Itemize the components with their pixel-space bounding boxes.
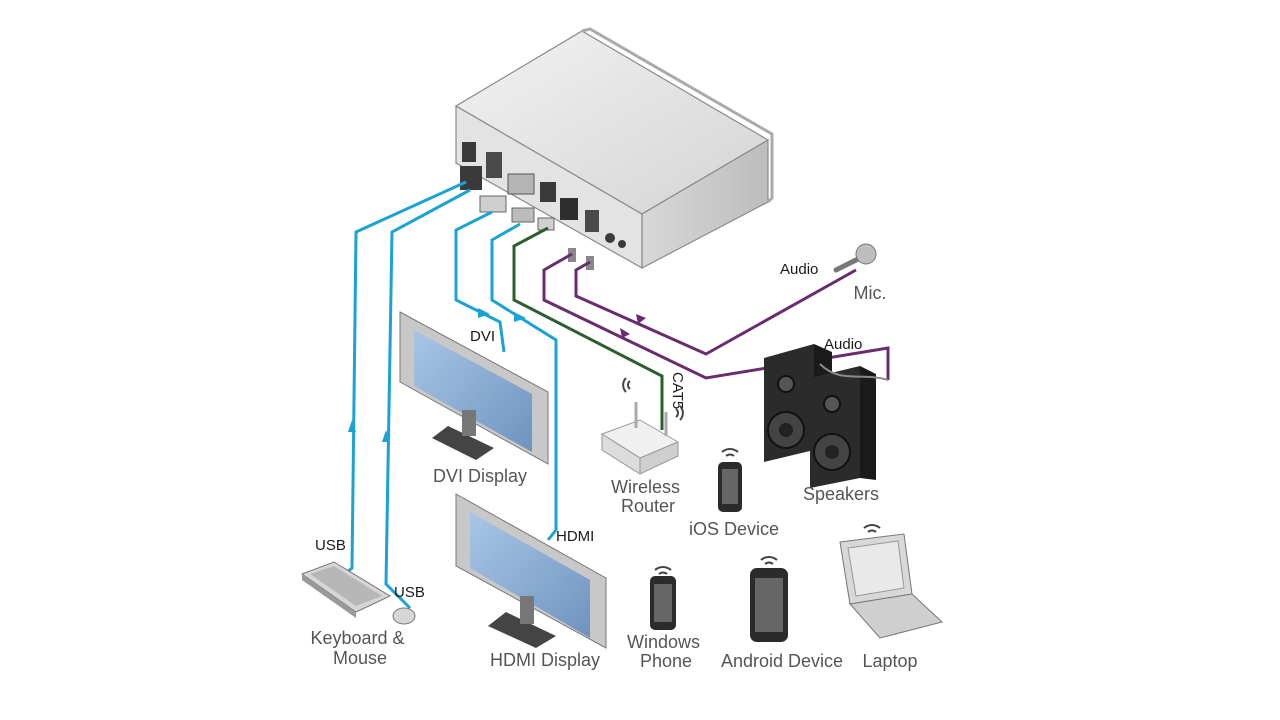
laptop-label: Laptop — [862, 651, 917, 671]
mic-label: Mic. — [854, 283, 887, 303]
keyboard-mouse-label: Keyboard & Mouse — [310, 628, 409, 668]
audio-speakers-label: Audio — [824, 336, 862, 353]
wifi-signal-icon — [863, 524, 881, 533]
usb-mouse-label: USB — [394, 584, 425, 601]
wifi-signal-icon — [654, 566, 672, 575]
usb-cable-mouse — [382, 188, 471, 610]
wireless-router-label-line2: Router — [621, 496, 675, 516]
dvi-cable — [454, 210, 506, 353]
microphone-icon — [833, 243, 877, 273]
speakers-label: Speakers — [803, 484, 879, 504]
wireless-router-label-line1: Wireless — [611, 477, 680, 497]
audio-cable-speakers — [542, 252, 890, 380]
cat5-label: CAT5 — [669, 372, 686, 409]
dvi-label: DVI — [470, 328, 495, 345]
audio-mic-label: Audio — [780, 261, 818, 278]
windows-phone-label: Windows Phone — [627, 632, 705, 671]
smartphone-icon — [650, 576, 676, 630]
usb-keyboard-label: USB — [315, 537, 346, 554]
wifi-signal-icon — [622, 377, 631, 393]
router-icon — [600, 402, 680, 475]
audio-cable-mic — [574, 260, 857, 356]
keyboard-mouse-label-line2: Mouse — [333, 648, 387, 668]
laptop-icon — [839, 533, 944, 639]
windows-phone-label-line1: Windows — [627, 632, 700, 652]
dvi-display-label: DVI Display — [433, 466, 527, 486]
monitor-icon — [399, 311, 549, 465]
hdmi-display-label: HDMI Display — [490, 650, 600, 670]
mouse-icon — [392, 607, 416, 625]
hdmi-cable — [490, 222, 558, 541]
ios-device-label: iOS Device — [689, 519, 779, 539]
wifi-signal-icon — [760, 556, 778, 565]
hdmi-label: HDMI — [556, 528, 594, 545]
keyboard-mouse-label-line1: Keyboard & — [310, 628, 404, 648]
smartphone-icon — [750, 568, 788, 642]
smartphone-icon — [718, 462, 742, 512]
speaker-icon — [810, 366, 876, 488]
monitor-icon — [455, 493, 607, 649]
control-unit-box-icon — [454, 27, 774, 270]
keyboard-icon — [300, 561, 392, 618]
wifi-signal-icon — [675, 405, 684, 421]
cat5-cable — [512, 226, 664, 430]
wifi-signal-icon — [721, 448, 739, 457]
android-device-label: Android Device — [721, 651, 843, 671]
windows-phone-label-line2: Phone — [640, 651, 692, 671]
wireless-router-label: Wireless Router — [611, 477, 685, 516]
